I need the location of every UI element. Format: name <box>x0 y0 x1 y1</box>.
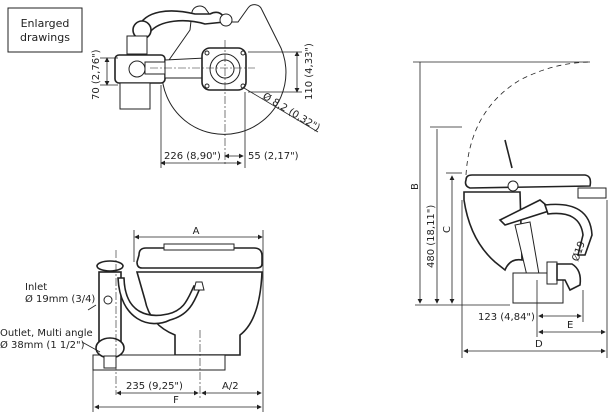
dim-480: 480 (18,11") <box>426 205 437 268</box>
dim-flange-height: 110 (4,33") <box>304 43 315 100</box>
dim-pump-width: 70 (2,76") <box>91 49 102 100</box>
dim-d: D <box>535 339 543 350</box>
dim-e: E <box>567 320 573 331</box>
hose-top <box>136 10 225 33</box>
bowl-front <box>463 191 523 272</box>
inlet-size: Ø 19mm (3/4) <box>25 293 95 305</box>
front-view: Ø19 B 480 (18,11") C 123 (4,84") E D <box>410 61 608 358</box>
legend-line-1: Enlarged <box>21 17 70 30</box>
dim-a: A <box>193 226 200 237</box>
pump-handle-side <box>96 260 124 272</box>
enlarged-drawings-box: Enlarged drawings <box>7 7 83 53</box>
outlet-label: Outlet, Multi angle <box>0 328 93 339</box>
dim-c: C <box>442 226 453 233</box>
outlet-fitting <box>95 337 125 359</box>
outlet-size: Ø 38mm (1 1/2") <box>0 339 85 351</box>
pump-lever <box>504 139 513 169</box>
dim-pump-offset: 226 (8,90") <box>164 151 221 162</box>
dim-123: 123 (4,84") <box>478 312 535 323</box>
dim-f: F <box>173 395 179 406</box>
legend-line-2: drawings <box>20 31 70 44</box>
side-view: A Inlet Ø 19mm (3/4) Outlet, Multi angle… <box>0 226 264 412</box>
inlet-label: Inlet <box>25 282 47 293</box>
pump-clamp <box>119 82 151 110</box>
outlet-nut <box>219 13 233 27</box>
base-side <box>92 354 226 371</box>
lid-open-arc <box>465 61 593 176</box>
dim-235: 235 (9,25") <box>126 381 183 392</box>
bowl-side <box>135 271 263 356</box>
seat-front <box>464 174 592 189</box>
dim-a-half: A/2 <box>222 381 239 392</box>
hose-front <box>543 203 593 256</box>
dim-flange-offset: 55 (2,17") <box>248 151 299 162</box>
outlet-elbow <box>556 263 582 292</box>
seat-lid-side <box>136 247 263 269</box>
top-view: 70 (2,76") 110 (4,33") Ø 8,2 (0,32") 226… <box>91 4 322 168</box>
dim-b: B <box>410 183 421 190</box>
